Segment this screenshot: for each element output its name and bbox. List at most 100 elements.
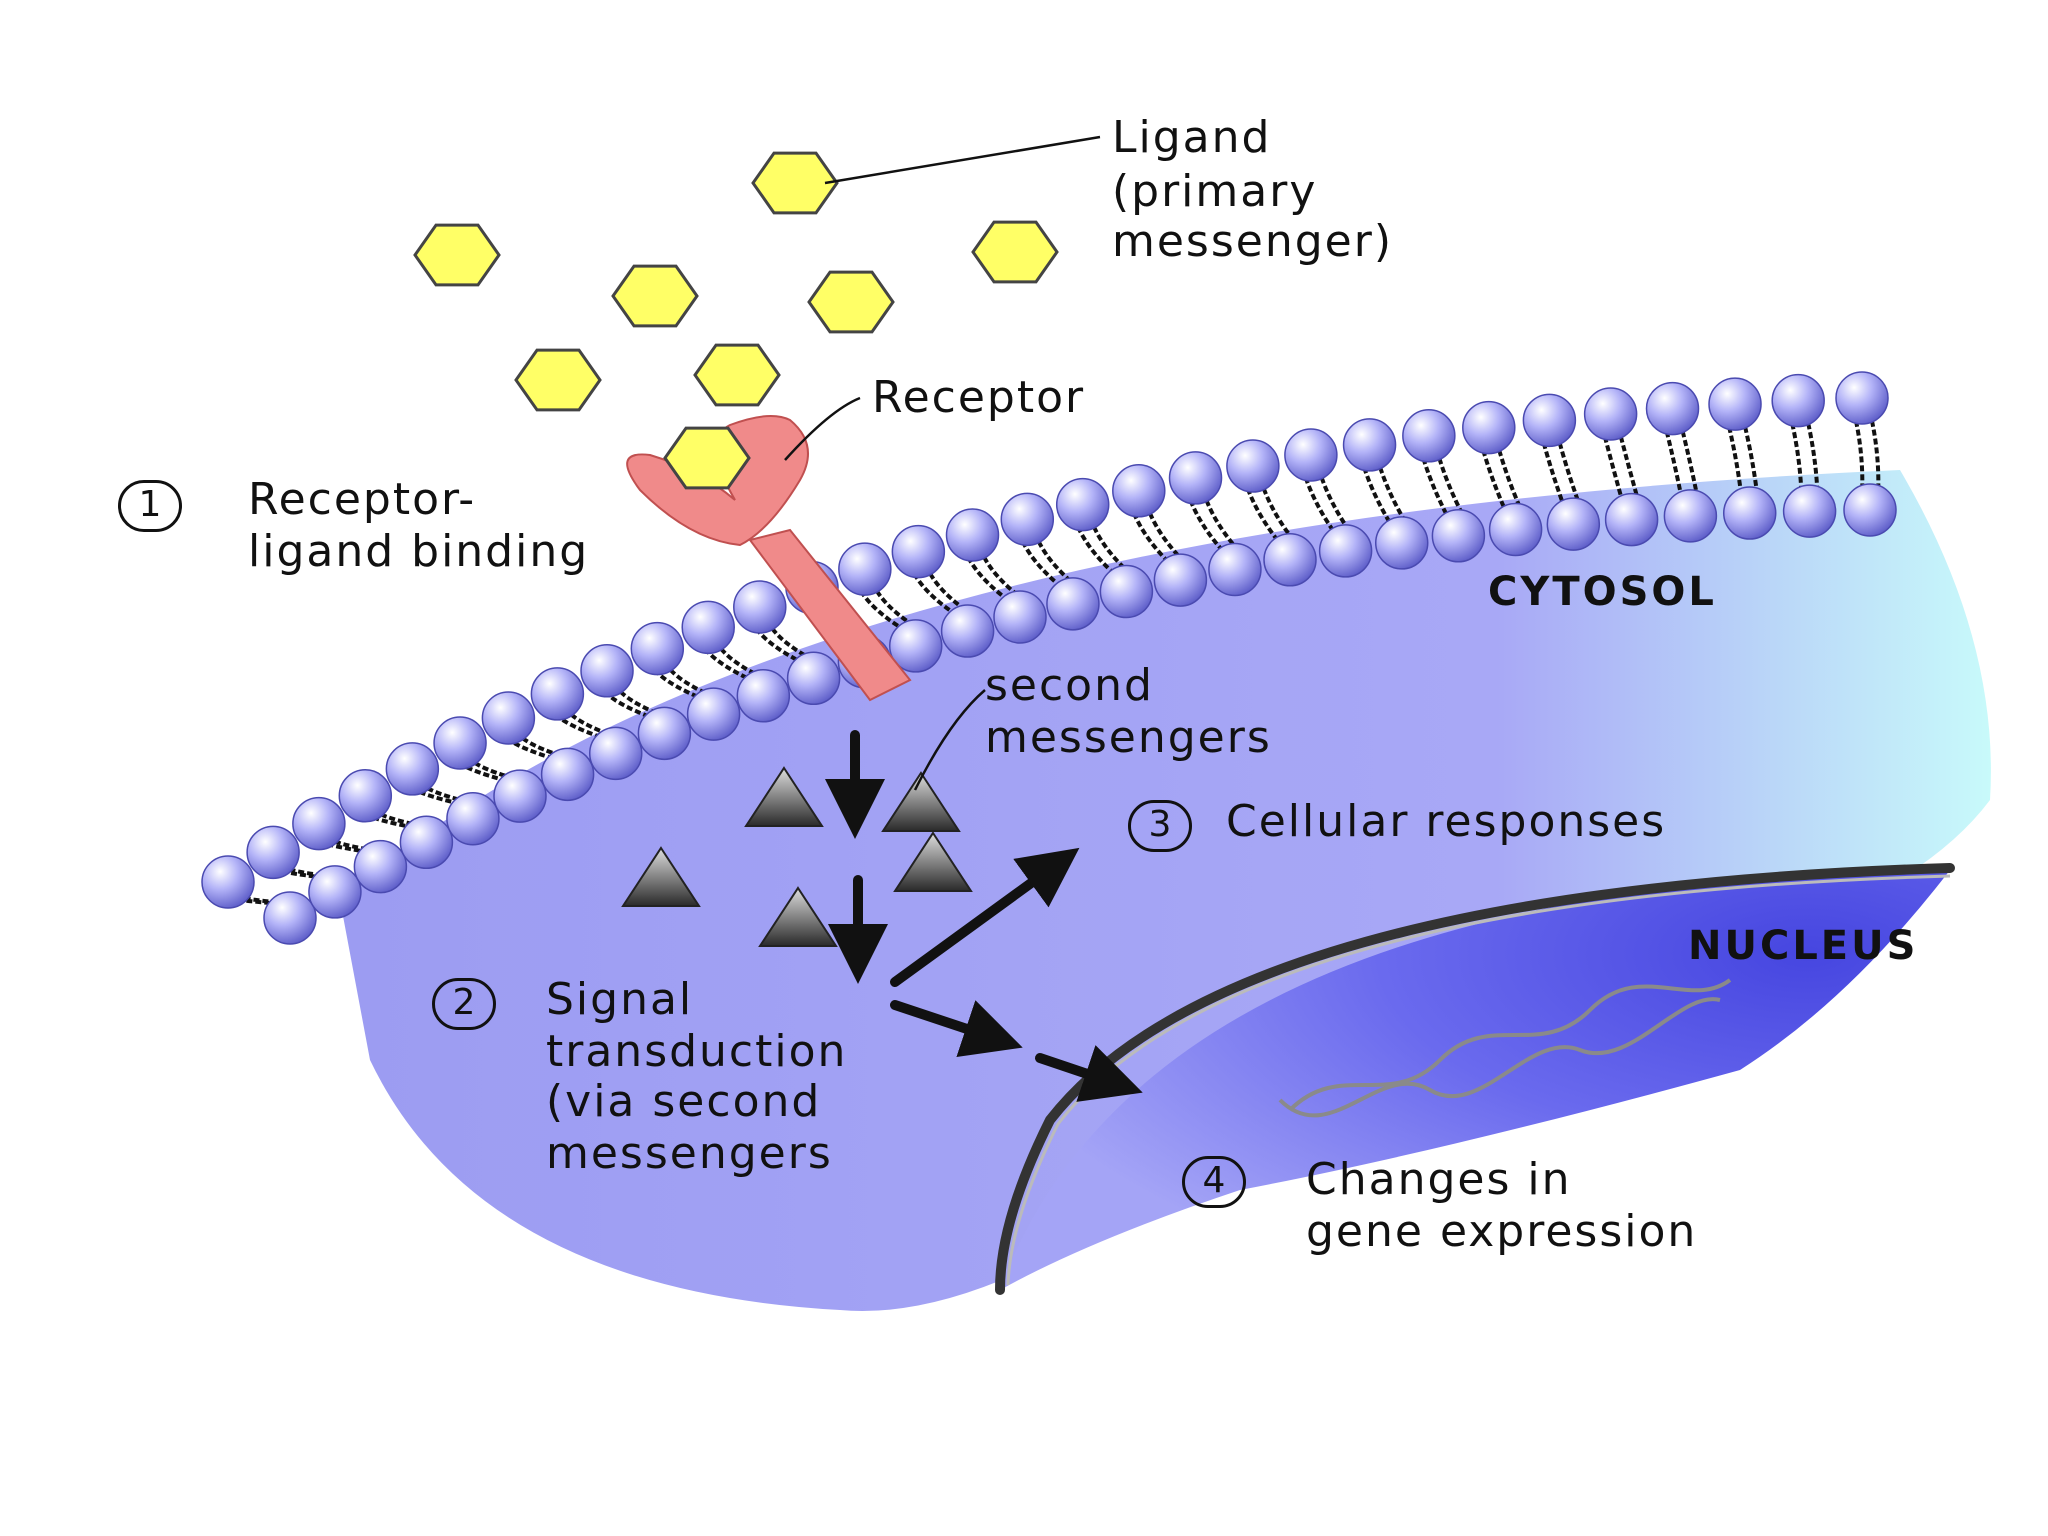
step-4-label-line2: gene expression (1306, 1206, 1698, 1257)
nuclear-envelope (995, 863, 1955, 1295)
ligand-molecule (807, 270, 895, 334)
phospholipid-head-outer (246, 825, 300, 880)
phospholipid-head-inner (1782, 484, 1837, 538)
cytosol-label: CYTOSOL (1488, 569, 1717, 615)
second-messenger-molecule (621, 846, 701, 907)
phospholipid-head-outer (1055, 477, 1110, 532)
phospholipid-head-inner (399, 815, 454, 870)
second-messenger-pointer-line (913, 689, 986, 791)
ligand-group (413, 151, 1059, 490)
ligand-label-line2: (primary (1112, 166, 1318, 217)
step-1-label-line2: ligand binding (248, 526, 590, 577)
second-messengers-label-line1: second (985, 660, 1154, 711)
phospholipid-head-outer (201, 855, 255, 909)
arrow-gene-expression (1035, 1045, 1143, 1102)
phospholipid-head-inner (1374, 516, 1429, 570)
phospholipid-head-inner (588, 726, 643, 781)
phospholipid-head-outer (1771, 373, 1825, 428)
phospholipid-head-inner (1263, 533, 1317, 587)
phospholipid-head-outer (530, 667, 585, 721)
phospholipid-head-inner (786, 651, 841, 706)
receptor-pointer-line (784, 396, 861, 461)
lipid-tails (1418, 449, 1469, 523)
phospholipid-head-outer (1462, 400, 1516, 455)
ligand-molecule (751, 151, 839, 215)
phospholipid-head-inner (1208, 542, 1262, 597)
receptor-label: Receptor (872, 372, 1086, 423)
phospholipid-head-inner (1099, 564, 1154, 619)
phospholipid-head-outer (481, 691, 536, 745)
phospholipid-head-outer (630, 621, 685, 676)
nucleus-label: NUCLEUS (1688, 923, 1919, 969)
ligand-molecule (693, 343, 781, 407)
phospholipid-head-inner (1722, 486, 1777, 540)
step-3-number: 3 (1128, 800, 1192, 852)
phospholipid-head-outer (1402, 409, 1456, 463)
second-messenger-molecule (758, 886, 838, 947)
second-messenger-molecule (744, 766, 824, 827)
phospholipid-head-outer (733, 580, 787, 634)
phospholipid-head-inner (353, 839, 408, 894)
phospholipid-head-outer (292, 796, 346, 851)
phospholipid-head-outer (580, 644, 634, 698)
ligand-label-line1: Ligand (1112, 112, 1272, 163)
arrow-to-nucleus (890, 1000, 1023, 1058)
phospholipid-head-inner (1318, 524, 1373, 578)
phospholipid-head-outer (838, 542, 892, 596)
phospholipid-head-outer (1708, 377, 1762, 431)
lipid-tails (1300, 468, 1356, 539)
ligand-label-line3: messenger) (1112, 216, 1393, 267)
nuclear-envelope-highlight (1006, 874, 1951, 1286)
ligand-molecule (971, 220, 1059, 284)
step-2-label-line3: (via second (546, 1076, 822, 1127)
phospholipid-head-inner (1604, 492, 1659, 547)
plasma-membrane (201, 371, 1897, 945)
receptor-stem (748, 528, 912, 702)
phospholipid-head-inner (1046, 577, 1100, 631)
phospholipid-head-inner (940, 604, 995, 658)
phospholipid-head-outer (1226, 439, 1280, 493)
step-2-label-line1: Signal (546, 974, 694, 1025)
phospholipid-head-outer (385, 742, 440, 796)
phospholipid-head-inner (446, 792, 500, 846)
ligand-pointer-line (824, 135, 1101, 185)
phospholipid-head-inner (1431, 509, 1486, 563)
phospholipid-head-outer (1522, 393, 1577, 448)
phospholipid-head-outer (1835, 371, 1889, 425)
ligand-molecule (413, 223, 501, 287)
lipid-tails (1359, 458, 1412, 530)
arrow-cellular-response (890, 847, 1080, 987)
second-messenger-molecule (893, 831, 973, 892)
phospholipid-head-inner (1663, 489, 1718, 543)
phospholipid-head-inner (1546, 497, 1601, 551)
phospholipid-head-inner (493, 769, 547, 823)
second-messenger-molecule (881, 771, 961, 832)
phospholipid-head-outer (1342, 418, 1397, 472)
signal-arrows (825, 730, 1143, 1102)
phospholipid-head-outer (1645, 381, 1700, 436)
phospholipid-head-outer (1000, 492, 1055, 547)
dna-helix (1278, 978, 1732, 1118)
phospholipid-head-outer (433, 716, 487, 770)
second-messenger-group (621, 766, 973, 947)
step-1-label-line1: Receptor- (248, 474, 477, 525)
step-2-label-line2: transduction (546, 1026, 848, 1077)
phospholipid-head-inner (308, 865, 362, 919)
step-1-number: 1 (118, 480, 182, 532)
ligand-molecule (663, 426, 751, 490)
phospholipid-head-outer (1168, 451, 1223, 505)
phospholipid-head-outer (338, 769, 393, 823)
phospholipid-head-inner (888, 619, 943, 673)
lipid-tails (1478, 441, 1526, 517)
ligand-molecule (611, 264, 699, 328)
phospholipid-head-inner (1488, 502, 1543, 557)
phospholipid-head-inner (1843, 483, 1897, 537)
phospholipid-head-inner (637, 706, 692, 761)
phospholipid-head-outer (1284, 428, 1338, 482)
ligand-molecule (514, 348, 602, 412)
phospholipid-head-inner (540, 747, 595, 802)
phospholipid-head-outer (1583, 387, 1638, 441)
phospholipid-head-outer (681, 600, 735, 655)
step-3-label-line1: Cellular responses (1226, 796, 1667, 847)
